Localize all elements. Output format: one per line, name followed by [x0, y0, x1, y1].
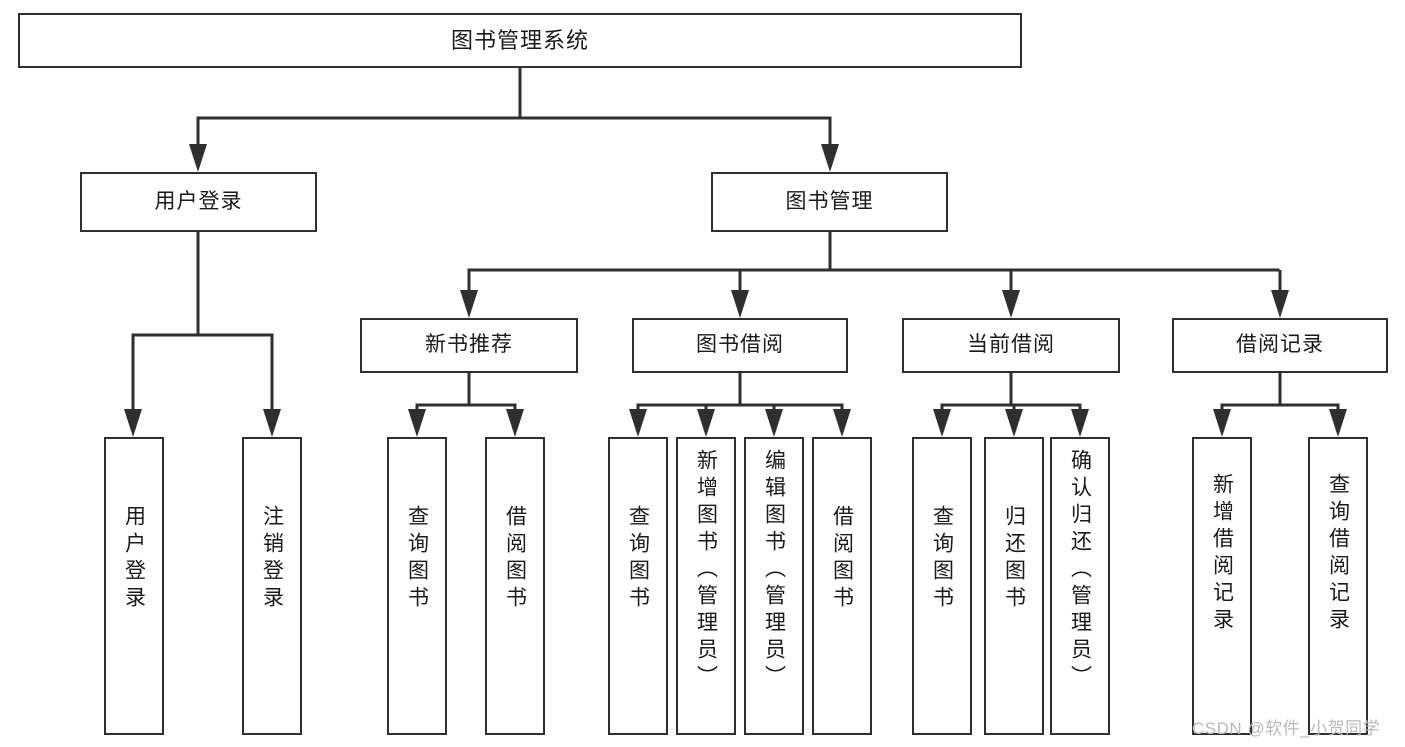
- node-leaf-user-login: 用户登录: [104, 437, 164, 735]
- node-label: 用户登录: [154, 189, 243, 213]
- arrow-leaf-edit-book: [765, 405, 783, 437]
- arrow-to-new-book-recommend: [460, 270, 478, 318]
- arrow-to-user-login: [189, 118, 207, 172]
- arrow-leaf-borrow-book-rec: [506, 405, 524, 437]
- arrow-leaf-return-book: [1005, 405, 1023, 437]
- node-label: 新增借阅记录: [1210, 473, 1234, 635]
- arrow-leaf-query-book-borrow: [629, 405, 647, 437]
- node-user-login: 用户登录: [80, 172, 317, 232]
- node-label: 编辑图书（管理员）: [762, 449, 786, 692]
- node-borrow-record: 借阅记录: [1172, 318, 1388, 373]
- node-leaf-edit-book: 编辑图书（管理员）: [744, 437, 804, 735]
- node-leaf-user-logout: 注销登录: [242, 437, 302, 735]
- node-book-manage: 图书管理: [711, 172, 948, 232]
- arrow-to-book-borrow: [731, 270, 749, 318]
- node-label: 图书管理系统: [450, 27, 589, 53]
- arrow-leaf-add-book: [697, 405, 715, 437]
- node-leaf-query-record: 查询借阅记录: [1308, 437, 1368, 735]
- arrow-leaf-add-record: [1213, 405, 1231, 437]
- node-leaf-query-book-rec: 查询图书: [387, 437, 447, 735]
- arrow-leaf-user-logout: [263, 335, 281, 437]
- node-label: 图书管理: [785, 189, 874, 213]
- arrow-leaf-query-book-rec: [408, 405, 426, 437]
- node-current-borrow: 当前借阅: [902, 318, 1120, 373]
- node-leaf-return-book: 归还图书: [984, 437, 1044, 735]
- node-new-book-recommend: 新书推荐: [360, 318, 578, 373]
- node-label: 当前借阅: [967, 333, 1055, 357]
- csdn-watermark: CSDN @软件_小贺同学: [1192, 719, 1381, 738]
- arrow-to-current-borrow: [1002, 270, 1020, 318]
- node-book-borrow: 图书借阅: [632, 318, 848, 373]
- node-label: 注销登录: [260, 505, 284, 613]
- node-leaf-add-record: 新增借阅记录: [1192, 437, 1252, 735]
- node-label: 新增图书（管理员）: [694, 449, 718, 692]
- node-label: 确认归还（管理员）: [1068, 449, 1092, 692]
- arrow-to-borrow-record: [1271, 270, 1289, 318]
- node-leaf-borrow-book: 借阅图书: [812, 437, 872, 735]
- node-leaf-confirm-return: 确认归还（管理员）: [1050, 437, 1110, 735]
- node-label: 查询借阅记录: [1326, 473, 1350, 635]
- node-leaf-add-book: 新增图书（管理员）: [676, 437, 736, 735]
- arrow-leaf-query-record: [1329, 405, 1347, 437]
- node-label: 新书推荐: [425, 333, 513, 357]
- arrow-leaf-borrow-book: [833, 405, 851, 437]
- node-leaf-borrow-book-rec: 借阅图书: [485, 437, 545, 735]
- node-root: 图书管理系统: [18, 13, 1022, 68]
- node-leaf-query-book-cur: 查询图书: [912, 437, 972, 735]
- node-label: 借阅图书: [503, 505, 527, 613]
- node-label: 归还图书: [1002, 505, 1026, 613]
- node-label: 查询图书: [930, 505, 954, 613]
- node-label: 借阅图书: [830, 505, 854, 613]
- node-label: 图书借阅: [696, 333, 784, 357]
- node-label: 用户登录: [122, 505, 146, 613]
- node-label: 查询图书: [626, 505, 650, 613]
- node-label: 查询图书: [405, 505, 429, 613]
- node-label: 借阅记录: [1236, 333, 1324, 357]
- node-leaf-query-book-borrow: 查询图书: [608, 437, 668, 735]
- arrow-to-book-manage: [821, 118, 839, 172]
- arrow-leaf-confirm-return: [1071, 405, 1089, 437]
- arrow-leaf-query-book-cur: [933, 405, 951, 437]
- arrow-leaf-user-login: [124, 335, 142, 437]
